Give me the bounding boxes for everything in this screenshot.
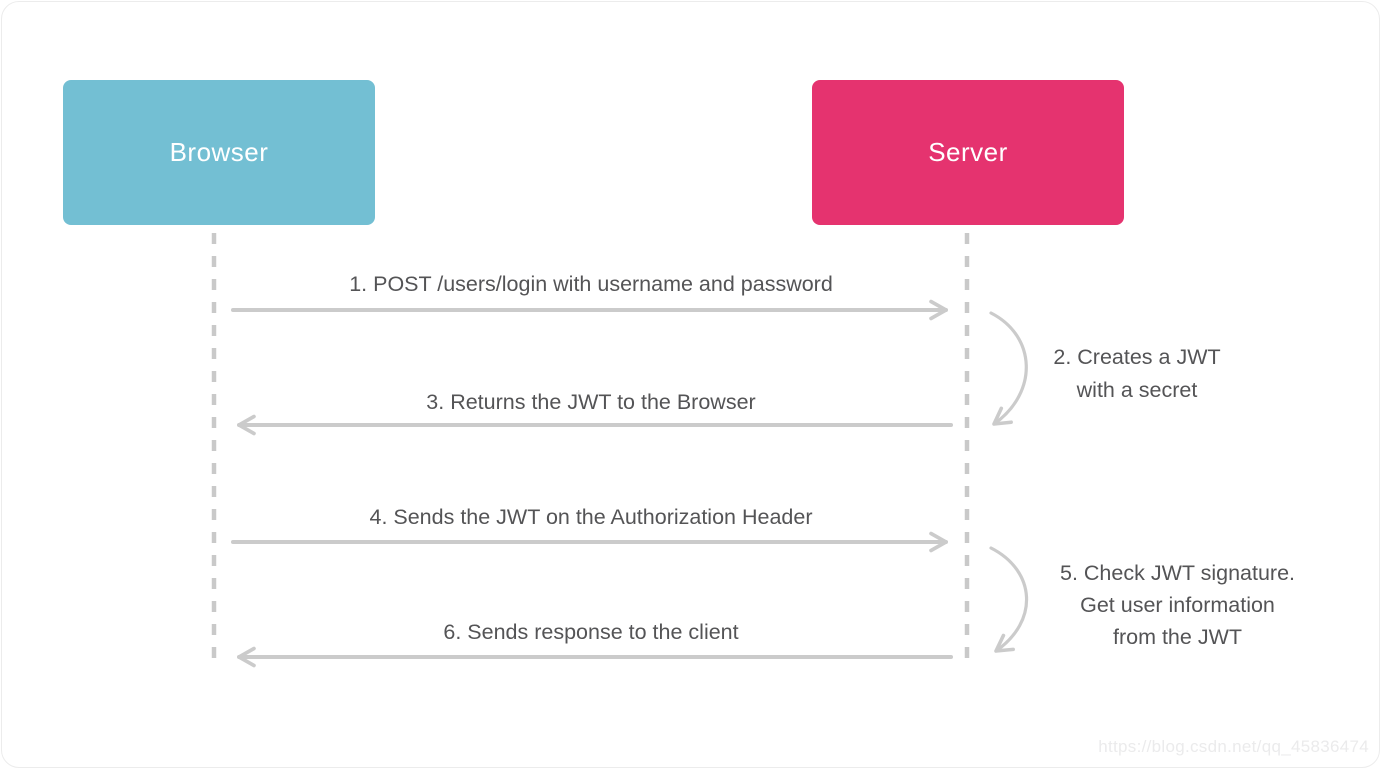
message-3-label: 3. Returns the JWT to the Browser [426, 390, 756, 414]
note-step2: 2. Creates a JWT with a secret [1037, 341, 1237, 407]
message-1-label: 1. POST /users/login with username and p… [349, 272, 833, 296]
browser-actor-label: Browser [169, 137, 269, 167]
note-step2-line2: with a secret [1076, 378, 1198, 402]
note-step5-line3: from the JWT [1112, 625, 1242, 649]
server-actor-box: Server [812, 80, 1124, 225]
note-step5: 5. Check JWT signature. Get user informa… [1040, 557, 1315, 653]
server-actor-label: Server [928, 137, 1008, 167]
browser-actor-box: Browser [63, 80, 375, 225]
message-4-label: 4. Sends the JWT on the Authorization He… [369, 505, 813, 529]
note-step2-line1: 2. Creates a JWT [1053, 345, 1221, 369]
arrow-selfloop-step5 [989, 546, 1029, 653]
note-step5-line1: 5. Check JWT signature. [1060, 561, 1295, 585]
arrow-selfloop-step2 [989, 311, 1028, 426]
message-6-label: 6. Sends response to the client [443, 620, 739, 644]
csdn-watermark: https://blog.csdn.net/qq_45836474 [1098, 737, 1369, 756]
note-step5-line2: Get user information [1080, 593, 1275, 617]
